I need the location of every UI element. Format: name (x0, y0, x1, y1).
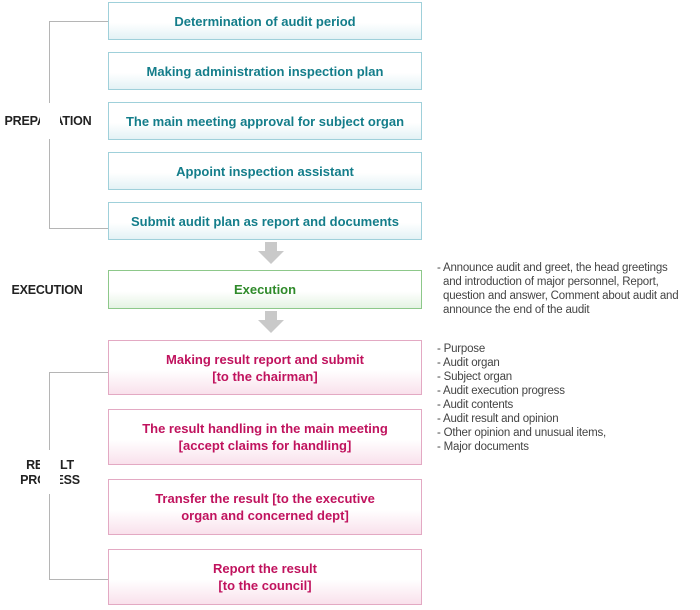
down-arrow-icon (258, 311, 284, 333)
result-step-line: organ and concerned dept] (181, 508, 349, 523)
result-step-line: Making result report and submit (166, 351, 364, 367)
result-step-line: The result handling in the main meeting (142, 421, 388, 436)
result-note-line: - Audit result and opinion (437, 413, 559, 425)
result-notes: - Purpose - Audit organ - Subject organ … (437, 342, 606, 454)
result-step-line: Report the result (212, 561, 317, 576)
result-note-line: - Audit organ (437, 357, 500, 369)
execution-note-line: - Announce audit and greet, the head gre… (437, 262, 668, 274)
result-step: The result handling in the main meeting … (108, 409, 422, 465)
result-note-line: - Major documents (437, 441, 529, 453)
result-step-line: [to the council] (218, 578, 312, 593)
execution-notes: - Announce audit and greet, the head gre… (437, 261, 679, 317)
preparation-step: Appoint inspection assistant (108, 152, 422, 190)
stage-label-execution: EXECUTION (11, 283, 83, 297)
preparation-step: Submit audit plan as report and document… (108, 202, 422, 240)
result-step-line: [to the chairman] (212, 368, 318, 384)
result-step-line: Transfer the result [to the executive (155, 491, 375, 506)
execution-note-line: announce the end of the audit (443, 304, 590, 316)
result-step: Report the result [to the council] (108, 549, 422, 605)
result-bracket-gap (40, 450, 60, 494)
result-note-line: - Purpose (437, 343, 486, 355)
execution-note-line: and introduction of major personnel, Rep… (443, 276, 659, 288)
execution-note-line: question and answer, Comment about audit… (443, 290, 679, 302)
result-step: Making result report and submit [to the … (108, 340, 422, 395)
result-step-line: [accept claims for handling] (178, 438, 352, 453)
down-arrow-icon (258, 242, 284, 264)
execution-step: Execution (108, 270, 422, 309)
preparation-step: The main meeting approval for subject or… (108, 102, 422, 140)
result-note-line: - Audit contents (437, 399, 514, 411)
preparation-bracket-gap (40, 103, 60, 139)
result-note-line: - Other opinion and unusual items, (437, 427, 606, 439)
preparation-step: Making administration inspection plan (108, 52, 422, 90)
result-note-line: - Subject organ (437, 371, 512, 383)
preparation-step: Determination of audit period (108, 2, 422, 40)
result-step: Transfer the result [to the executive or… (108, 479, 422, 535)
result-note-line: - Audit execution progress (437, 385, 565, 397)
